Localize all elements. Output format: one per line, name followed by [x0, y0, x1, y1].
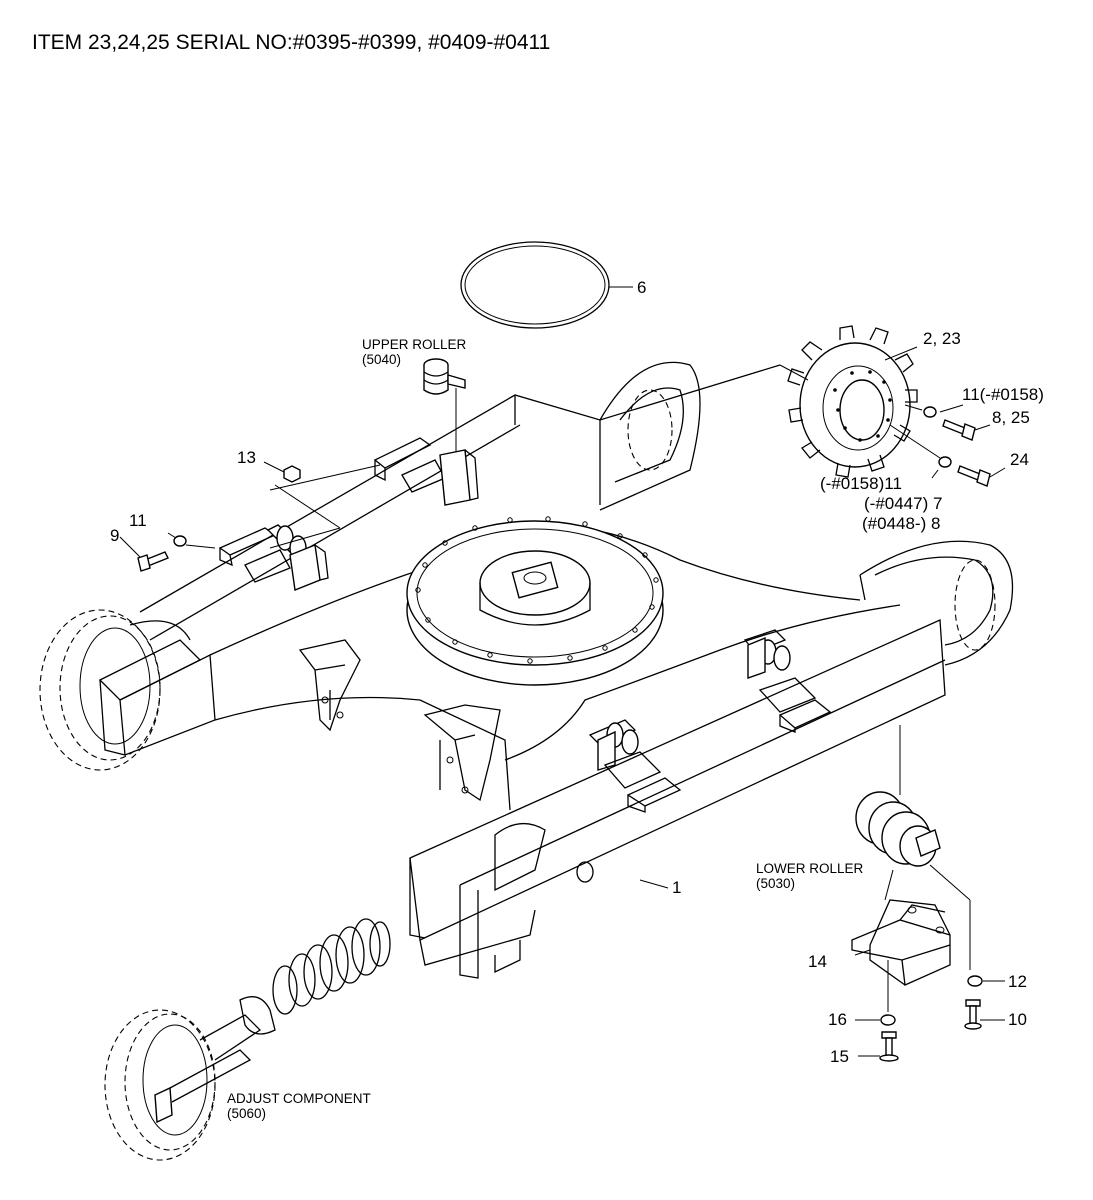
sprocket-bolt-lower [889, 424, 1006, 487]
label-10: 10 [1008, 1010, 1027, 1029]
upper-roller [373, 358, 479, 506]
diagram-title: ITEM 23,24,25 SERIAL NO:#0395-#0399, #04… [32, 31, 550, 54]
label-0448-minus-8: (#0448-) 8 [862, 514, 940, 533]
front-idler-wheel [39, 609, 191, 771]
roller-bracket-center [588, 719, 682, 813]
label-upper-roller: UPPER ROLLER [362, 337, 467, 352]
callout-labels: 6 2, 23 11(-#0158) 8, 25 24 (-#0158)11 (… [110, 278, 1044, 1121]
label-11-minus-0158: 11(-#0158) [962, 385, 1044, 404]
bolt-15 [879, 1031, 899, 1062]
label-6: 6 [637, 278, 646, 297]
label-upper-roller-code: (5040) [362, 352, 401, 367]
washer-16 [880, 1014, 896, 1026]
label-lower-roller: LOWER ROLLER [756, 861, 864, 876]
label-15: 15 [830, 1047, 849, 1066]
lower-roller-bracket [851, 899, 951, 1012]
label-minus-0158-11: (-#0158)11 [820, 474, 902, 493]
label-minus-0447-7: (-#0447) 7 [864, 494, 942, 513]
label-2-23: 2, 23 [923, 329, 961, 348]
roller-bracket-right [743, 629, 832, 733]
drive-sprocket [779, 325, 918, 478]
sprocket-bolt-upper [904, 404, 991, 441]
label-16: 16 [828, 1010, 847, 1029]
label-lower-roller-code: (5030) [756, 876, 795, 891]
adjust-component [104, 918, 391, 1161]
ring-seal [460, 241, 633, 329]
leader-lines [263, 461, 1005, 1057]
track-frame [98, 361, 1014, 979]
label-11: 11 [129, 511, 147, 530]
label-9: 9 [110, 526, 119, 545]
label-14: 14 [808, 952, 827, 971]
lower-roller [855, 725, 971, 970]
label-adjust-component-code: (5060) [227, 1106, 266, 1121]
roller-bracket-left [119, 464, 381, 591]
label-24: 24 [1010, 450, 1029, 469]
label-12: 12 [1008, 972, 1027, 991]
bolt-10 [964, 999, 982, 1030]
label-13: 13 [237, 448, 256, 467]
label-1: 1 [672, 878, 681, 897]
label-8-25: 8, 25 [992, 408, 1030, 427]
label-adjust-component: ADJUST COMPONENT [227, 1091, 371, 1106]
washer-12 [967, 975, 983, 987]
